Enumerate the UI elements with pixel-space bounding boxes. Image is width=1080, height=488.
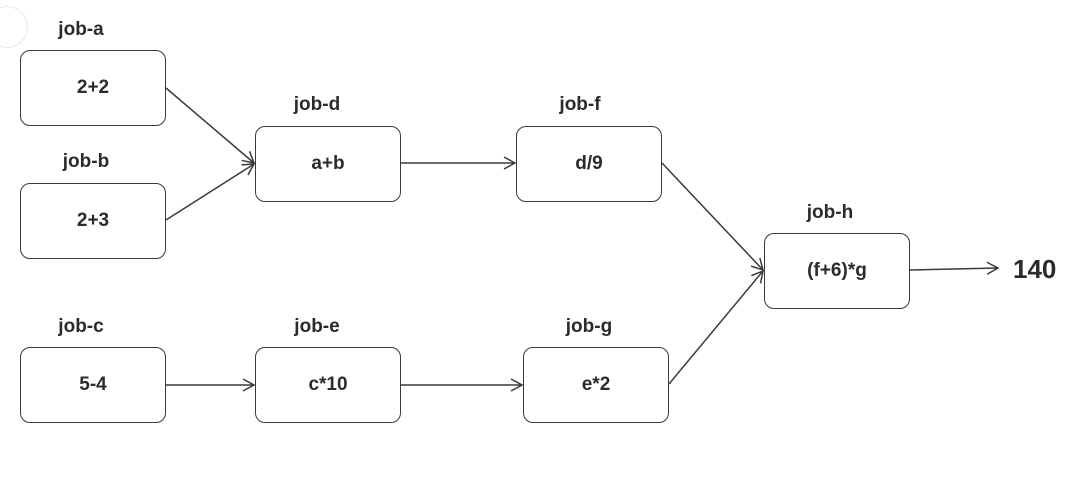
node-title-job-g: job-g	[565, 316, 613, 337]
node-job-g: e*2	[523, 347, 669, 423]
node-title-job-e: job-e	[294, 316, 340, 337]
edge-g-to-h	[668, 269, 765, 385]
node-expression-job-d: a+b	[311, 153, 345, 174]
node-title-job-b: job-b	[62, 151, 110, 172]
node-expression-job-e: c*10	[308, 374, 348, 395]
node-job-d: a+b	[255, 126, 401, 202]
node-job-b: 2+3	[20, 183, 166, 259]
edge-f-to-h	[661, 162, 765, 272]
node-job-h: (f+6)*g	[764, 233, 910, 309]
node-expression-job-f: d/9	[575, 153, 603, 174]
node-expression-job-b: 2+3	[76, 210, 110, 231]
node-expression-job-a: 2+2	[76, 77, 110, 98]
edge-b-to-d	[165, 163, 256, 221]
node-expression-job-g: e*2	[581, 374, 611, 395]
node-job-f: d/9	[516, 126, 662, 202]
node-title-job-h: job-h	[806, 202, 854, 223]
node-title-job-c: job-c	[58, 316, 104, 337]
node-job-e: c*10	[255, 347, 401, 423]
node-title-job-f: job-f	[559, 94, 601, 115]
node-title-job-d: job-d	[293, 94, 341, 115]
edge-h-to-result	[909, 261, 1000, 275]
edge-a-to-d	[165, 87, 256, 165]
node-job-a: 2+2	[20, 50, 166, 126]
node-expression-job-c: 5-4	[79, 374, 107, 395]
node-job-c: 5-4	[20, 347, 166, 423]
node-expression-job-h: (f+6)*g	[807, 260, 867, 281]
result-value: 140	[1013, 254, 1057, 284]
node-title-job-a: job-a	[58, 19, 104, 40]
